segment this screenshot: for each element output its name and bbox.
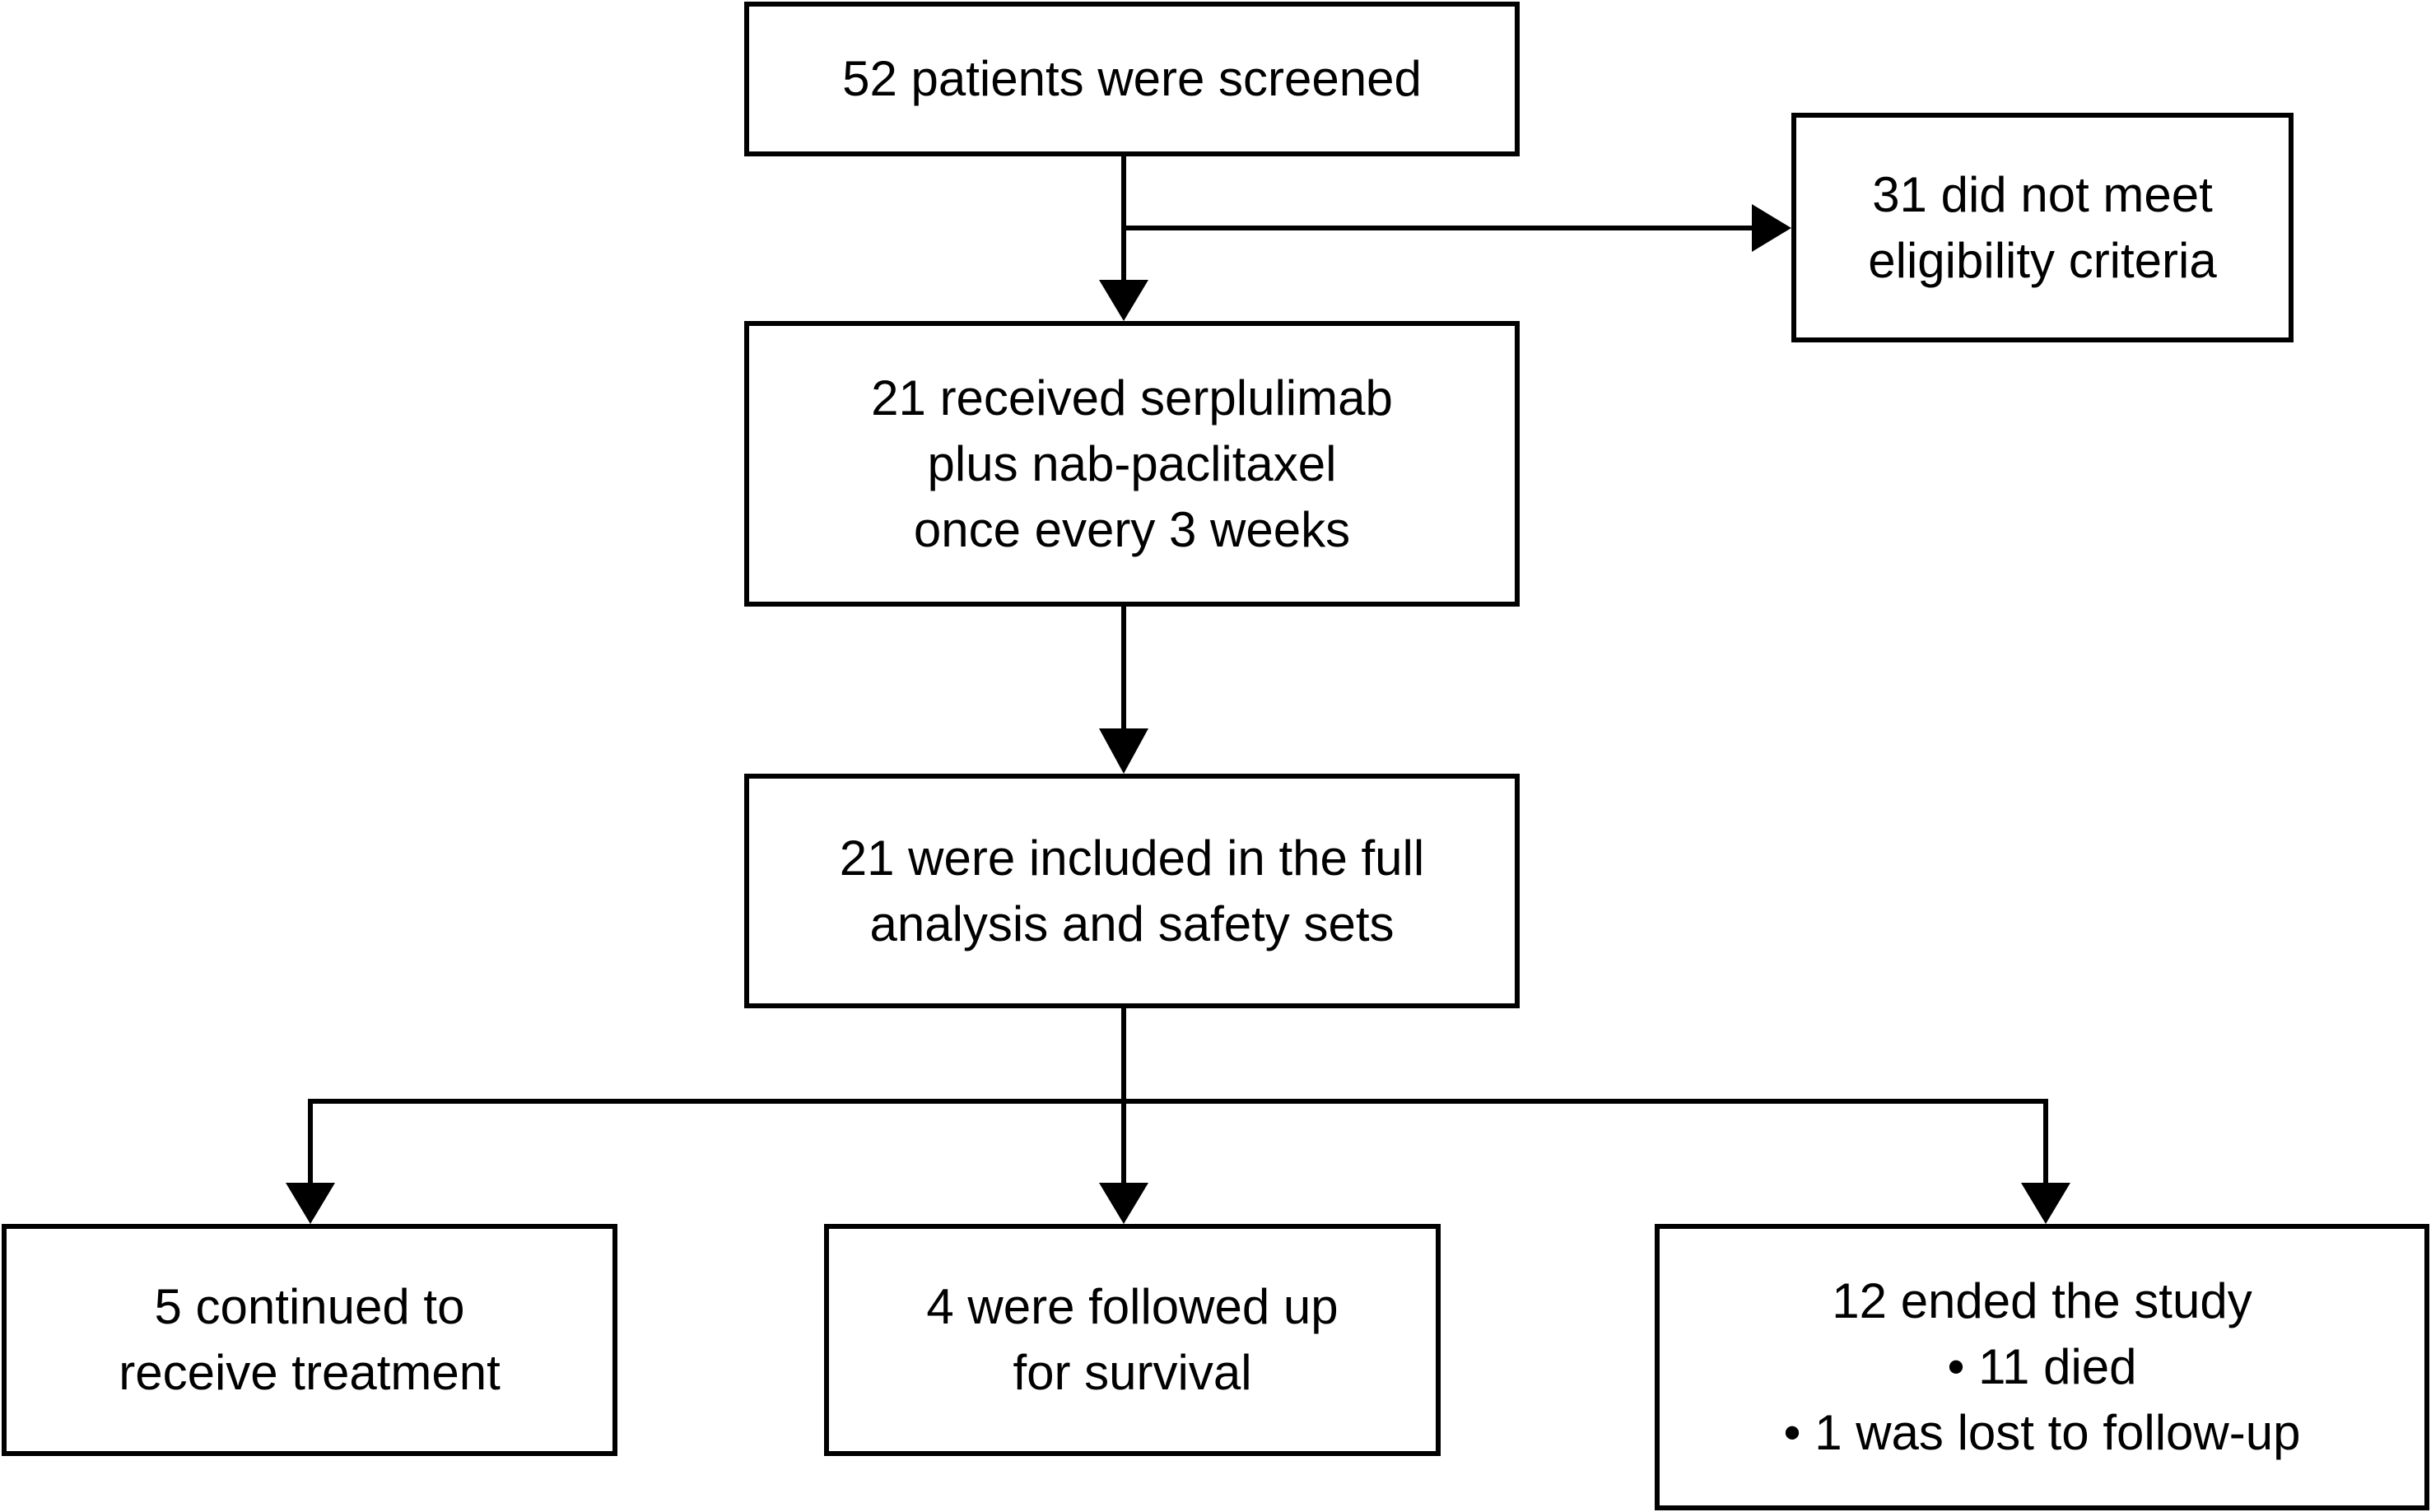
box-followed: 4 were followed up for survival xyxy=(824,1224,1441,1456)
box-excluded-line-1: 31 did not meet xyxy=(1872,166,2213,222)
box-excluded-text: 31 did not meet eligibility criteria xyxy=(1868,162,2216,294)
arrowhead-to-continued xyxy=(286,1183,335,1224)
box-analysis-line-1: 21 were included in the full xyxy=(839,830,1425,886)
box-treated-line-2: plus nab-paclitaxel xyxy=(927,435,1337,491)
box-analysis: 21 were included in the full analysis an… xyxy=(744,774,1520,1008)
box-continued: 5 continued to receive treatment xyxy=(2,1224,617,1456)
box-screened-line-1: 52 patients were screened xyxy=(842,51,1422,106)
box-screened-text: 52 patients were screened xyxy=(842,46,1422,112)
box-followed-line-1: 4 were followed up xyxy=(926,1279,1339,1334)
box-treated: 21 received serplulimab plus nab-paclita… xyxy=(744,321,1520,607)
box-ended-bullet-2: • 1 was lost to follow-up xyxy=(1783,1405,2301,1460)
box-analysis-text: 21 were included in the full analysis an… xyxy=(840,826,1424,957)
box-ended-line-1: 12 ended the study xyxy=(1832,1273,2252,1328)
box-excluded-line-2: eligibility criteria xyxy=(1868,232,2217,288)
box-followed-line-2: for survival xyxy=(1013,1345,1252,1400)
arrowhead-to-analysis xyxy=(1099,728,1148,774)
box-ended-text: 12 ended the study • 11 died • 1 was los… xyxy=(1784,1268,2301,1466)
box-ended: 12 ended the study • 11 died • 1 was los… xyxy=(1655,1224,2429,1510)
box-screened: 52 patients were screened xyxy=(744,2,1520,156)
box-excluded: 31 did not meet eligibility criteria xyxy=(1791,113,2294,342)
box-treated-line-3: once every 3 weeks xyxy=(913,501,1351,557)
box-analysis-line-2: analysis and safety sets xyxy=(869,896,1395,951)
box-followed-text: 4 were followed up for survival xyxy=(926,1274,1338,1406)
box-treated-line-1: 21 received serplulimab xyxy=(871,370,1393,426)
box-ended-bullet-1: • 11 died xyxy=(1947,1339,2137,1394)
arrowhead-to-treated xyxy=(1099,280,1148,321)
box-continued-line-1: 5 continued to xyxy=(154,1279,465,1334)
box-continued-text: 5 continued to receive treatment xyxy=(119,1274,501,1406)
box-continued-line-2: receive treatment xyxy=(119,1345,501,1400)
arrowhead-to-excluded xyxy=(1752,204,1791,252)
box-treated-text: 21 received serplulimab plus nab-paclita… xyxy=(871,365,1393,563)
arrowhead-to-followed xyxy=(1099,1183,1148,1224)
arrowhead-to-ended xyxy=(2021,1183,2070,1224)
